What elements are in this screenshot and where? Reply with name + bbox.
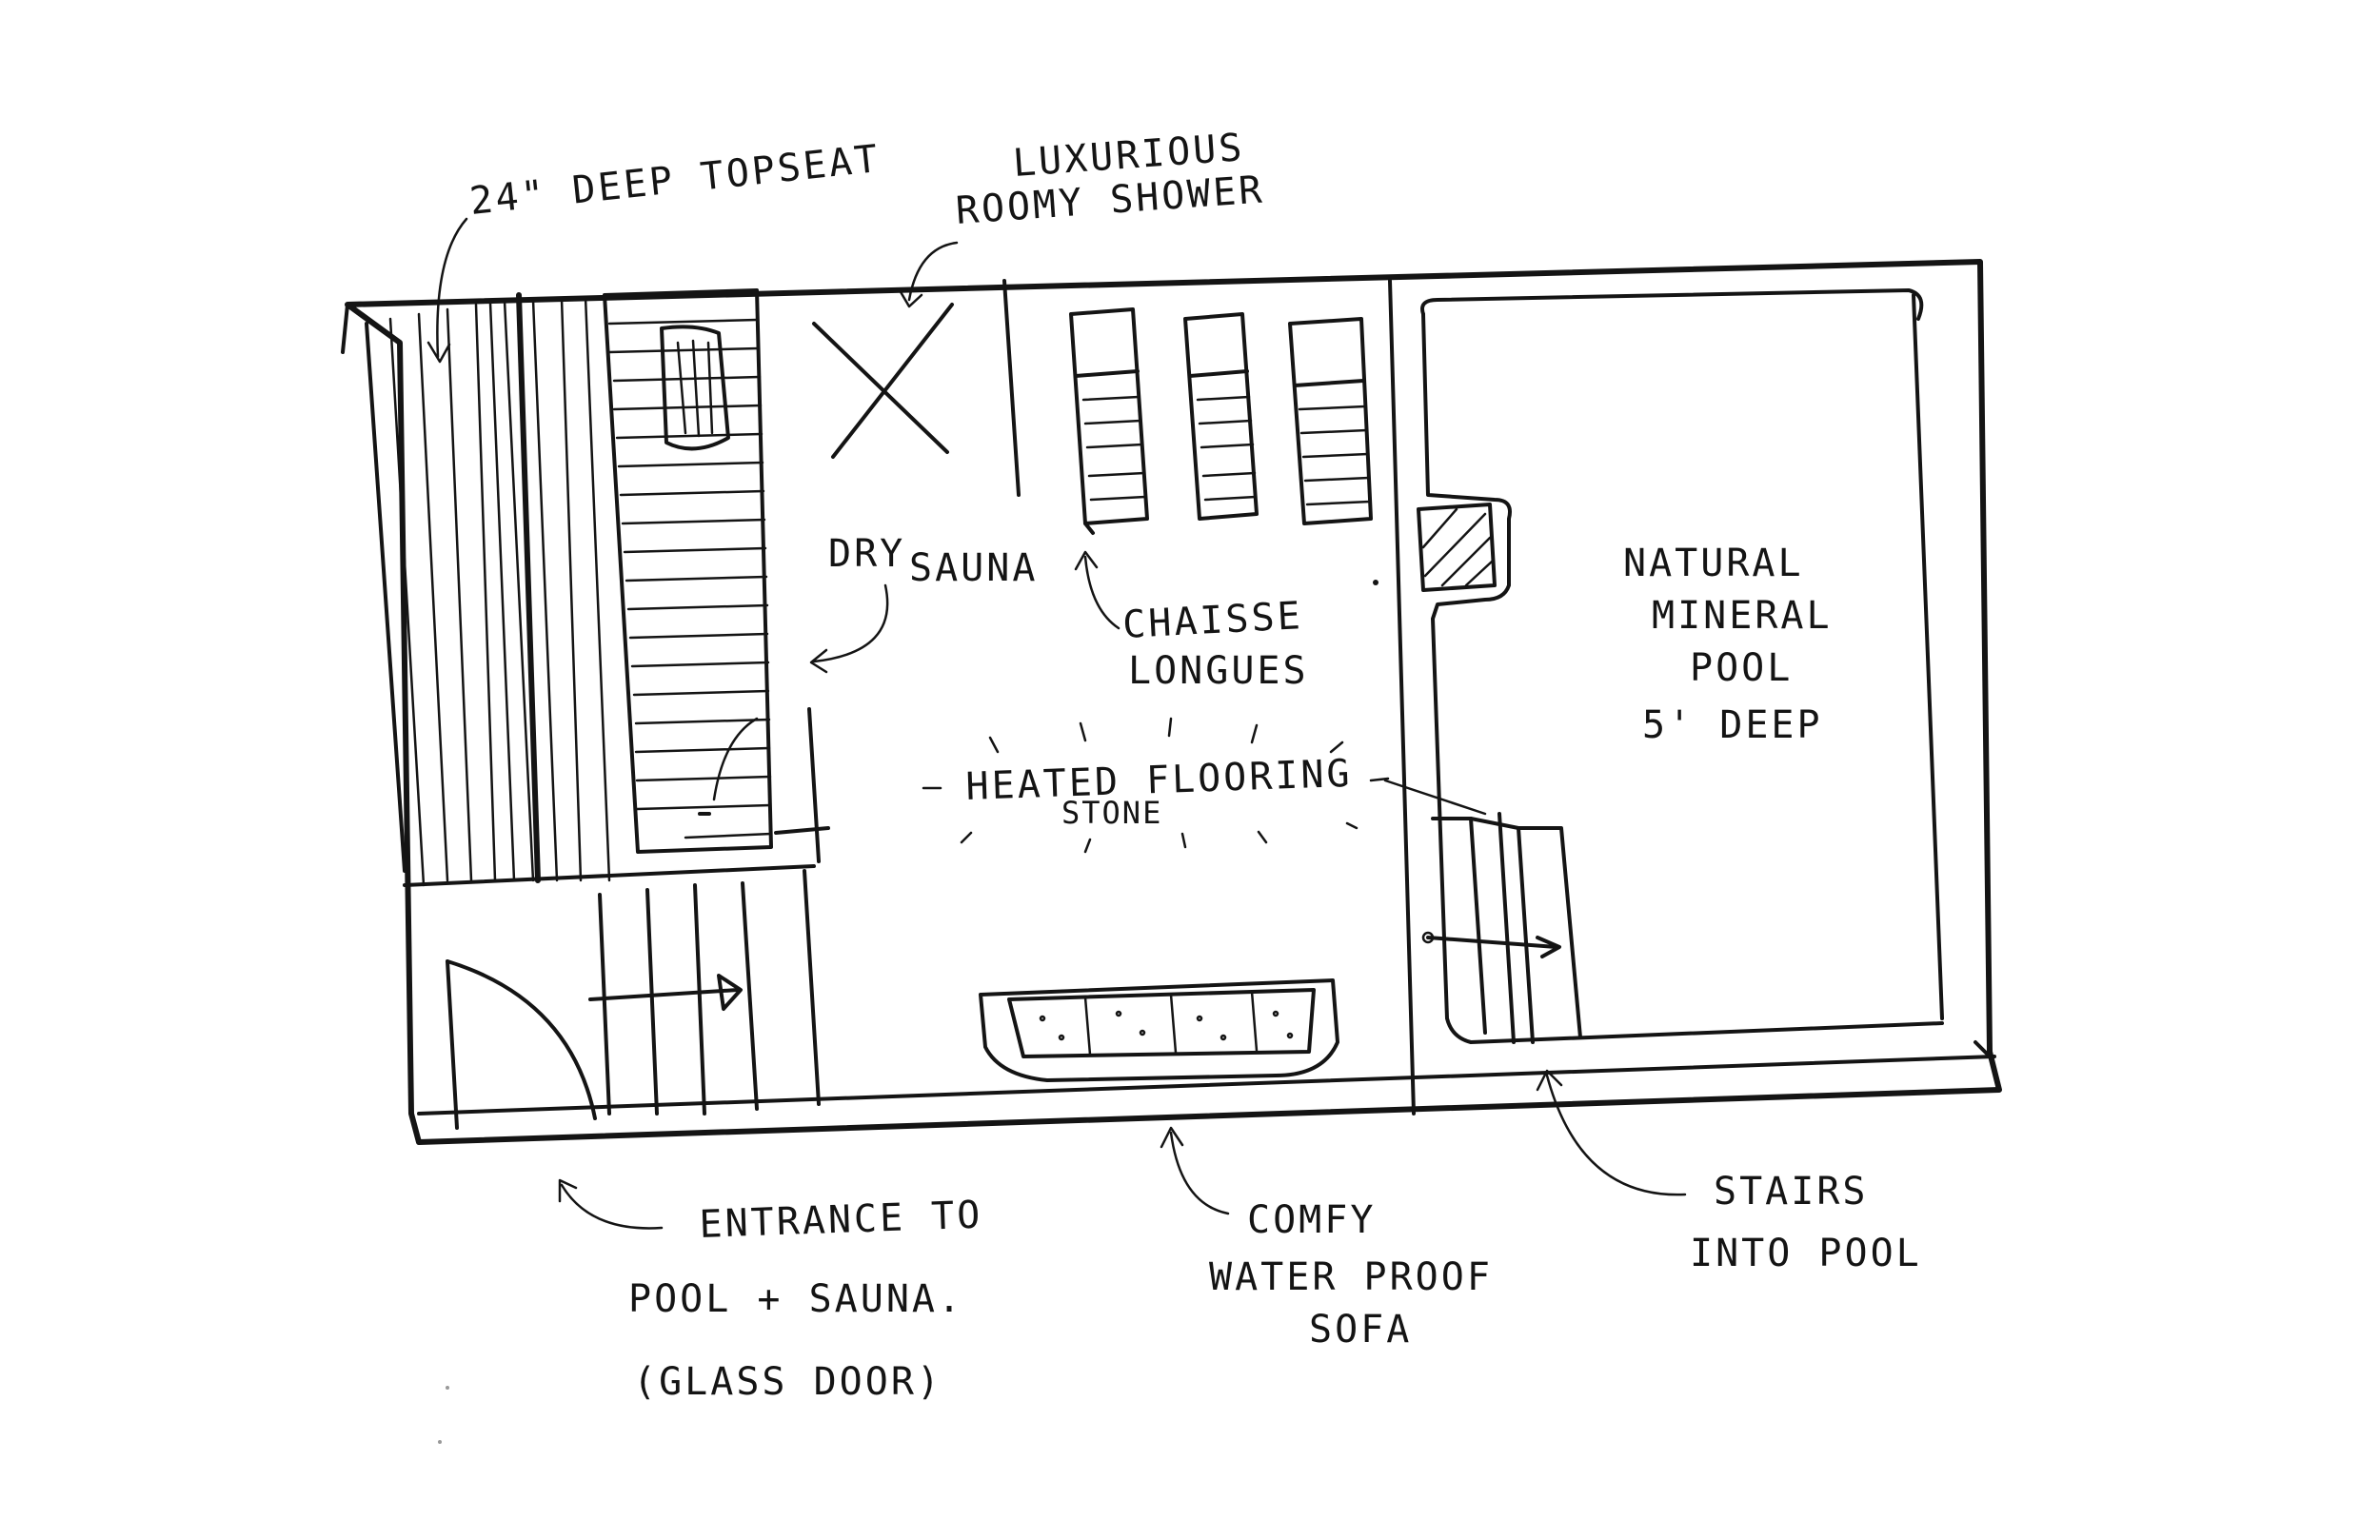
label-sofa-line2: WATER PROOF — [1209, 1255, 1493, 1299]
pool-stairs — [1383, 779, 1582, 1044]
shower-symbol — [812, 279, 1021, 497]
label-chaise-line1: CHAISSE — [1121, 594, 1304, 647]
label-sauna-dry: DRY — [828, 532, 905, 576]
label-shower-line2: ROOMY SHOWER — [954, 168, 1265, 233]
entrance-area — [446, 869, 821, 1130]
label-entrance-line3: (GLASS DOOR) — [633, 1360, 942, 1404]
label-heated-line2: STONE — [1061, 795, 1162, 831]
building-outline — [345, 259, 2002, 1145]
heat-rays — [922, 717, 1390, 854]
label-chaise-line2: LONGUES — [1128, 649, 1309, 693]
pool — [1388, 279, 1944, 1116]
label-pool-line3: POOL — [1690, 646, 1793, 690]
label-sauna: SAUNA — [909, 546, 1038, 590]
sofa — [979, 978, 1339, 1082]
label-pool-line4: 5' DEEP — [1642, 703, 1823, 747]
label-stairs-line1: STAIRS — [1714, 1170, 1869, 1214]
label-stairs-line2: INTO POOL — [1690, 1232, 1922, 1275]
label-sofa-line1: COMFY — [1247, 1198, 1376, 1242]
label-top-seat: 24" DEEP TOPSEAT — [467, 137, 883, 224]
paper-specks — [438, 580, 1378, 1444]
chaise-longues — [1069, 307, 1373, 535]
annotation-arrows — [426, 217, 1687, 1230]
label-pool-line1: NATURAL — [1623, 542, 1804, 585]
label-entrance-line2: POOL + SAUNA. — [628, 1277, 963, 1321]
label-sofa-line3: SOFA — [1309, 1308, 1412, 1352]
label-entrance-line1: ENTRANCE TO — [699, 1194, 983, 1247]
sauna-block — [341, 288, 830, 887]
label-pool-line2: MINERAL — [1652, 594, 1833, 638]
